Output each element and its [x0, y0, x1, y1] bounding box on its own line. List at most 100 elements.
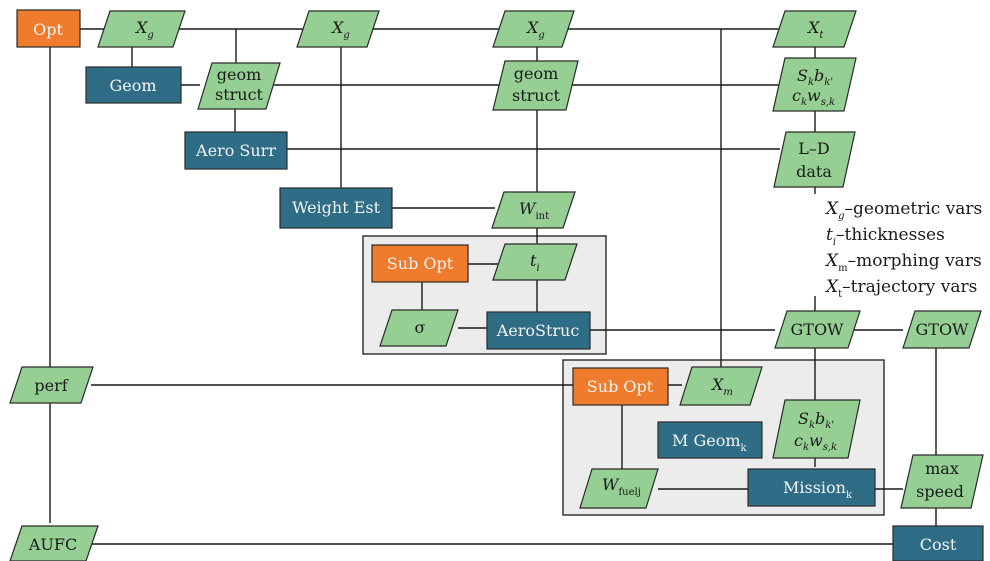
thickness-vars-node: ti [492, 243, 578, 281]
geometric-vars-label-1: Xg [134, 18, 154, 41]
aero-surrogate-box [184, 131, 288, 170]
weight-estimate-box [279, 187, 393, 229]
gtow-shape-1 [774, 310, 861, 349]
geom-struct-line2-2: struct [512, 86, 561, 105]
mission-analysis-label: Missionk [783, 478, 853, 501]
optimizer-box [16, 9, 81, 48]
geometric-vars-node-1: Xg [97, 10, 186, 48]
weight-estimate-node: Weight Est [279, 187, 393, 229]
geometric-vars-shape-3 [492, 10, 575, 48]
gtow-label-2: GTOW [915, 320, 969, 339]
legend-entry-geometric: Xg–geometric vars [824, 199, 982, 222]
internal-weight-label: Wint [519, 199, 549, 222]
cost-box [892, 525, 984, 561]
optimizer-label: Opt [33, 20, 63, 39]
planform-vars-line2-2: ckws,k [794, 431, 837, 453]
morphing-vars-label: Xm [710, 375, 733, 398]
legend-entry-morphing: Xm–morphing vars [824, 251, 982, 274]
geom-node: Geom [85, 66, 182, 104]
fuel-weight-label: Wfuelj [602, 475, 641, 498]
weight-estimate-label: Weight Est [292, 198, 381, 217]
geom-struct-line1-1: geom [217, 65, 262, 84]
aerostructural-analysis-node: AeroStruc [486, 311, 591, 350]
morphing-geom-label: M Geomk [672, 431, 748, 454]
cost-label: Cost [920, 535, 957, 554]
geometric-vars-node-2: Xg [296, 10, 380, 48]
gtow-label-1: GTOW [790, 320, 844, 339]
cost-node: Cost [892, 525, 984, 561]
planform-vars-shape-1 [772, 57, 857, 112]
planform-vars-node-1: Skbk' ckws,k [772, 57, 857, 112]
trajectory-vars-label: Xt [806, 18, 824, 41]
legend-entry-trajectory: Xt–trajectory vars [824, 277, 977, 300]
internal-weight-node: Wint [491, 191, 576, 229]
geom-struct-shape-2 [492, 60, 579, 111]
legend: Xg–geometric vars ti–thicknesses Xm–morp… [824, 199, 982, 300]
geom-label: Geom [109, 76, 156, 95]
stress-node: σ [379, 309, 459, 347]
morphing-geom-node: M Geomk [657, 421, 763, 459]
gtow-node-1: GTOW [774, 310, 861, 349]
planform-vars-node-2: Skbk' ckws,k [772, 399, 861, 459]
mission-analysis-box [747, 468, 876, 507]
planform-vars-line1-1: Skbk' [797, 66, 833, 88]
geometric-vars-node-3: Xg [492, 10, 575, 48]
max-speed-line2: speed [916, 482, 964, 501]
sub-optimizer-label-1: Sub Opt [387, 254, 454, 273]
geom-struct-line2-1: struct [215, 85, 264, 104]
geometric-vars-shape-2 [296, 10, 380, 48]
gtow-shape-2 [902, 310, 982, 349]
aufc-label: AUFC [28, 535, 77, 554]
geom-struct-node-2: geom struct [492, 60, 579, 111]
morphing-vars-shape [679, 366, 763, 406]
geom-struct-node-1: geom struct [197, 62, 281, 110]
aero-surrogate-node: Aero Surr [184, 131, 288, 170]
fuel-weight-shape [579, 468, 659, 509]
aufc-shape [9, 525, 99, 561]
performance-shape [9, 366, 94, 404]
legend-entry-thickness: ti–thicknesses [826, 225, 945, 248]
stress-label: σ [415, 318, 426, 337]
sub-optimizer-node-1: Sub Opt [371, 244, 469, 283]
performance-node: perf [9, 366, 94, 404]
sub-optimizer-box-2 [572, 367, 669, 406]
lift-drag-data-node: L–D data [773, 131, 856, 188]
aerostructural-analysis-label: AeroStruc [496, 321, 580, 340]
morphing-vars-node: Xm [679, 366, 763, 406]
fuel-weight-node: Wfuelj [579, 468, 659, 509]
planform-vars-shape-2 [772, 399, 861, 459]
gtow-node-2: GTOW [902, 310, 982, 349]
max-speed-line1: max [925, 459, 959, 478]
aero-surrogate-label: Aero Surr [195, 141, 276, 160]
planform-vars-line1-2: Skbk' [798, 409, 834, 431]
lift-drag-data-line1: L–D [798, 139, 829, 158]
geometric-vars-label-2: Xg [330, 18, 350, 41]
lift-drag-data-line2: data [796, 162, 832, 181]
optimizer-node: Opt [16, 9, 81, 48]
internal-weight-shape [491, 191, 576, 229]
morphing-geom-box [657, 421, 763, 459]
max-speed-shape [900, 454, 984, 509]
geom-struct-line1-2: geom [514, 64, 559, 83]
max-speed-node: max speed [900, 454, 984, 509]
planform-vars-line2-1: ckws,k [792, 86, 835, 108]
stress-shape [379, 309, 459, 347]
thickness-vars-label: ti [530, 251, 540, 274]
aerostructural-analysis-box [486, 311, 591, 350]
sub-optimizer-box-1 [371, 244, 469, 283]
lift-drag-data-shape [773, 131, 856, 188]
geometric-vars-shape-1 [97, 10, 186, 48]
connector-lines [49, 28, 937, 545]
mission-analysis-node: Missionk [747, 468, 876, 507]
sub-optimizer-node-2: Sub Opt [572, 367, 669, 406]
trajectory-vars-shape [772, 10, 857, 48]
aufc-node: AUFC [9, 525, 99, 561]
trajectory-vars-node: Xt [772, 10, 857, 48]
geometric-vars-label-3: Xg [525, 18, 545, 41]
geom-struct-shape-1 [197, 62, 281, 110]
geom-box [85, 66, 182, 104]
performance-label: perf [34, 376, 68, 395]
sub-optimizer-label-2: Sub Opt [587, 377, 654, 396]
thickness-vars-shape [492, 243, 578, 281]
